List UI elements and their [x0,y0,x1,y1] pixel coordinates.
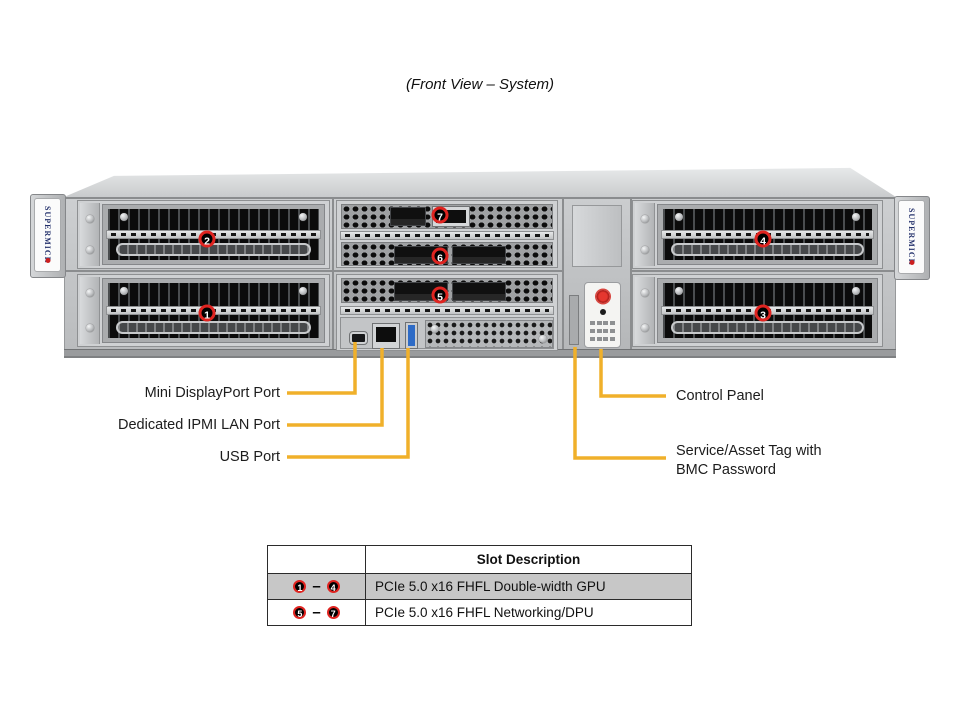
ipmi-lan-port [372,323,400,349]
label-service-tag: Service/Asset Tag with BMC Password [676,442,896,480]
network-module-bottom [336,274,558,351]
callout-6: 6 [431,247,449,265]
figure-title: (Front View – System) [405,76,555,93]
slot-description-table: Slot Description 1 – 4 PCIe 5.0 x16 FHFL… [267,545,692,626]
chassis-seam [562,199,564,349]
label-ipmi-lan: Dedicated IPMI LAN Port [118,417,280,433]
qsfp-port [452,246,506,264]
slot-badge: 7 [326,606,340,619]
chassis-seam [66,270,894,272]
chassis-seam [332,199,334,349]
server-front-view: SUPERMICR SUPERMICR [30,167,930,358]
gpu-bracket-handle [116,321,311,334]
slot-range-cell: 5 – 7 [268,600,366,625]
chassis-lid [64,167,896,197]
gpu-bracket-handle [116,243,311,256]
screw-icon [431,325,439,333]
screw-icon [86,215,94,223]
supermicro-logo: SUPERMICR [43,206,52,263]
slot-description-cell: PCIe 5.0 x16 FHFL Double-width GPU [375,579,606,594]
range-dash: – [312,578,321,595]
header-slot-cell [268,546,366,573]
screw-icon [641,289,649,297]
led-icons [590,329,615,333]
label-service-tag-line1: Service/Asset Tag with [676,443,822,459]
power-button-icon [596,290,609,303]
screw-icon [641,215,649,223]
network-port [390,207,426,226]
left-mounting-ear: SUPERMICR [30,194,66,278]
gpu-bracket-handle [671,321,864,334]
io-panel [340,317,554,349]
blank-panel [572,205,622,267]
perforated-plate [425,320,553,348]
brand-dot-icon [909,260,914,265]
pcie-bracket-strip [340,306,554,315]
screw-icon [641,324,649,332]
led-icons [590,337,615,341]
header-description-cell: Slot Description [476,552,581,567]
mounting-rail [635,203,655,266]
uid-button-icon [599,309,606,315]
usb-port [405,322,418,349]
screw-icon [675,213,683,221]
screw-icon [539,335,547,343]
right-brand-label: SUPERMICR [898,200,925,274]
port-opening [376,327,396,342]
label-mini-displayport: Mini DisplayPort Port [144,385,280,401]
supermicro-logo: SUPERMICR [907,208,916,265]
network-module-top [336,200,558,268]
callout-1: 1 [198,304,216,322]
brand-text: SUPERMICR [907,208,916,266]
slot-badge: 4 [326,580,340,593]
slot-range-cell: 1 – 4 [268,574,366,599]
callout-5: 5 [431,286,449,304]
label-service-tag-line2: BMC Password [676,462,776,478]
mini-displayport-port [349,331,368,345]
slot-badge: 5 [293,606,307,619]
led-icons [590,321,615,325]
slot-badge: 1 [293,580,307,593]
chassis-seam [630,199,632,349]
left-brand-label: SUPERMICR [34,198,61,272]
control-panel [584,282,621,348]
right-mounting-ear: SUPERMICR [894,196,930,280]
mounting-rail [80,277,100,344]
screw-icon [120,213,128,221]
screw-icon [299,287,307,295]
callout-4: 4 [754,230,772,248]
bracket-vents [345,234,549,237]
screw-icon [86,324,94,332]
screw-icon [86,246,94,254]
mounting-rail [80,203,100,266]
service-asset-tag [569,295,579,345]
screw-icon [852,287,860,295]
pcie-bracket-strip [340,231,554,240]
brand-text: SUPERMICR [43,206,52,264]
screw-icon [641,246,649,254]
table-header-row: Slot Description [268,546,691,573]
bracket-vents [345,309,549,312]
label-control-panel: Control Panel [676,388,764,404]
callout-2: 2 [198,230,216,248]
usb-tongue [408,325,415,346]
screw-icon [299,213,307,221]
slot-description-cell: PCIe 5.0 x16 FHFL Networking/DPU [375,605,594,620]
brand-dot-icon [45,258,50,263]
screw-icon [852,213,860,221]
mounting-rail [635,277,655,344]
callout-3: 3 [754,304,772,322]
label-usb: USB Port [219,449,280,465]
table-row: 5 – 7 PCIe 5.0 x16 FHFL Networking/DPU [268,599,691,625]
screw-icon [86,289,94,297]
range-dash: – [312,604,321,621]
screw-icon [675,287,683,295]
qsfp-port [452,282,506,301]
control-column [564,199,630,349]
table-row: 1 – 4 PCIe 5.0 x16 FHFL Double-width GPU [268,573,691,599]
callout-7: 7 [431,206,449,224]
screw-icon [120,287,128,295]
